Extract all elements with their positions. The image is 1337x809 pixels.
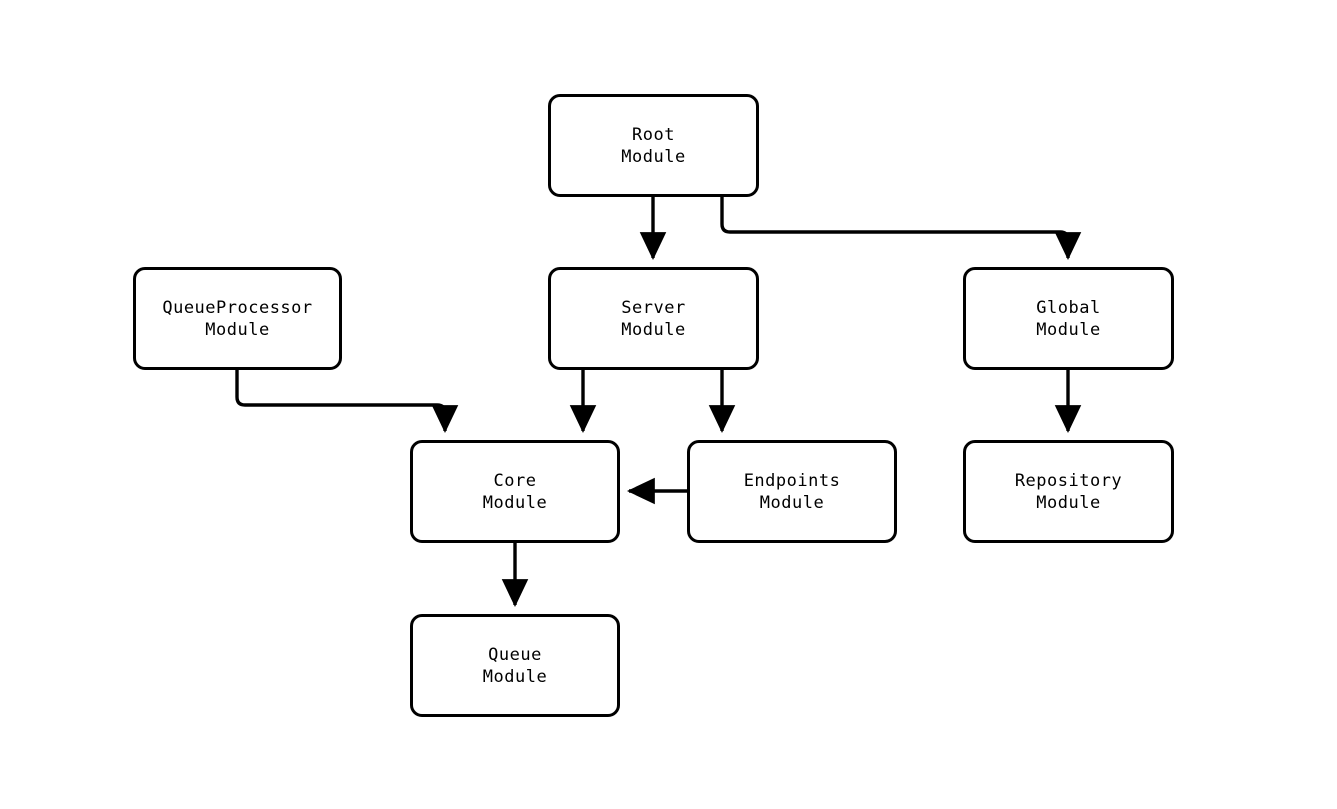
edge-root-to-global <box>720 197 1082 261</box>
node-core-module-title: Core <box>493 470 537 491</box>
node-queue-module-title: Queue <box>488 644 542 665</box>
edge-queueprocessor-to-core <box>235 370 459 434</box>
node-endpoints-module-title: Endpoints <box>743 470 841 491</box>
node-core-module[interactable]: Core Module <box>410 440 620 543</box>
node-endpoints-module-subtitle: Module <box>759 492 825 513</box>
node-global-module-subtitle: Module <box>1036 319 1101 340</box>
node-queueprocessor-module[interactable]: QueueProcessor Module <box>133 267 342 370</box>
node-repository-module-title: Repository <box>1014 470 1123 491</box>
node-repository-module[interactable]: Repository Module <box>963 440 1174 543</box>
node-root-module-title: Root <box>632 124 675 145</box>
node-queueprocessor-module-title: QueueProcessor <box>162 297 313 318</box>
node-core-module-subtitle: Module <box>482 492 548 513</box>
node-repository-module-subtitle: Module <box>1036 492 1101 513</box>
node-queue-module-subtitle: Module <box>482 666 548 687</box>
node-server-module-title: Server <box>621 297 686 318</box>
node-server-module[interactable]: Server Module <box>548 267 759 370</box>
node-server-module-subtitle: Module <box>621 319 686 340</box>
node-global-module[interactable]: Global Module <box>963 267 1174 370</box>
node-root-module-subtitle: Module <box>621 146 686 167</box>
node-root-module[interactable]: Root Module <box>548 94 759 197</box>
node-global-module-title: Global <box>1036 297 1101 318</box>
node-queue-module[interactable]: Queue Module <box>410 614 620 717</box>
node-queueprocessor-module-subtitle: Module <box>205 319 270 340</box>
node-endpoints-module[interactable]: Endpoints Module <box>687 440 897 543</box>
